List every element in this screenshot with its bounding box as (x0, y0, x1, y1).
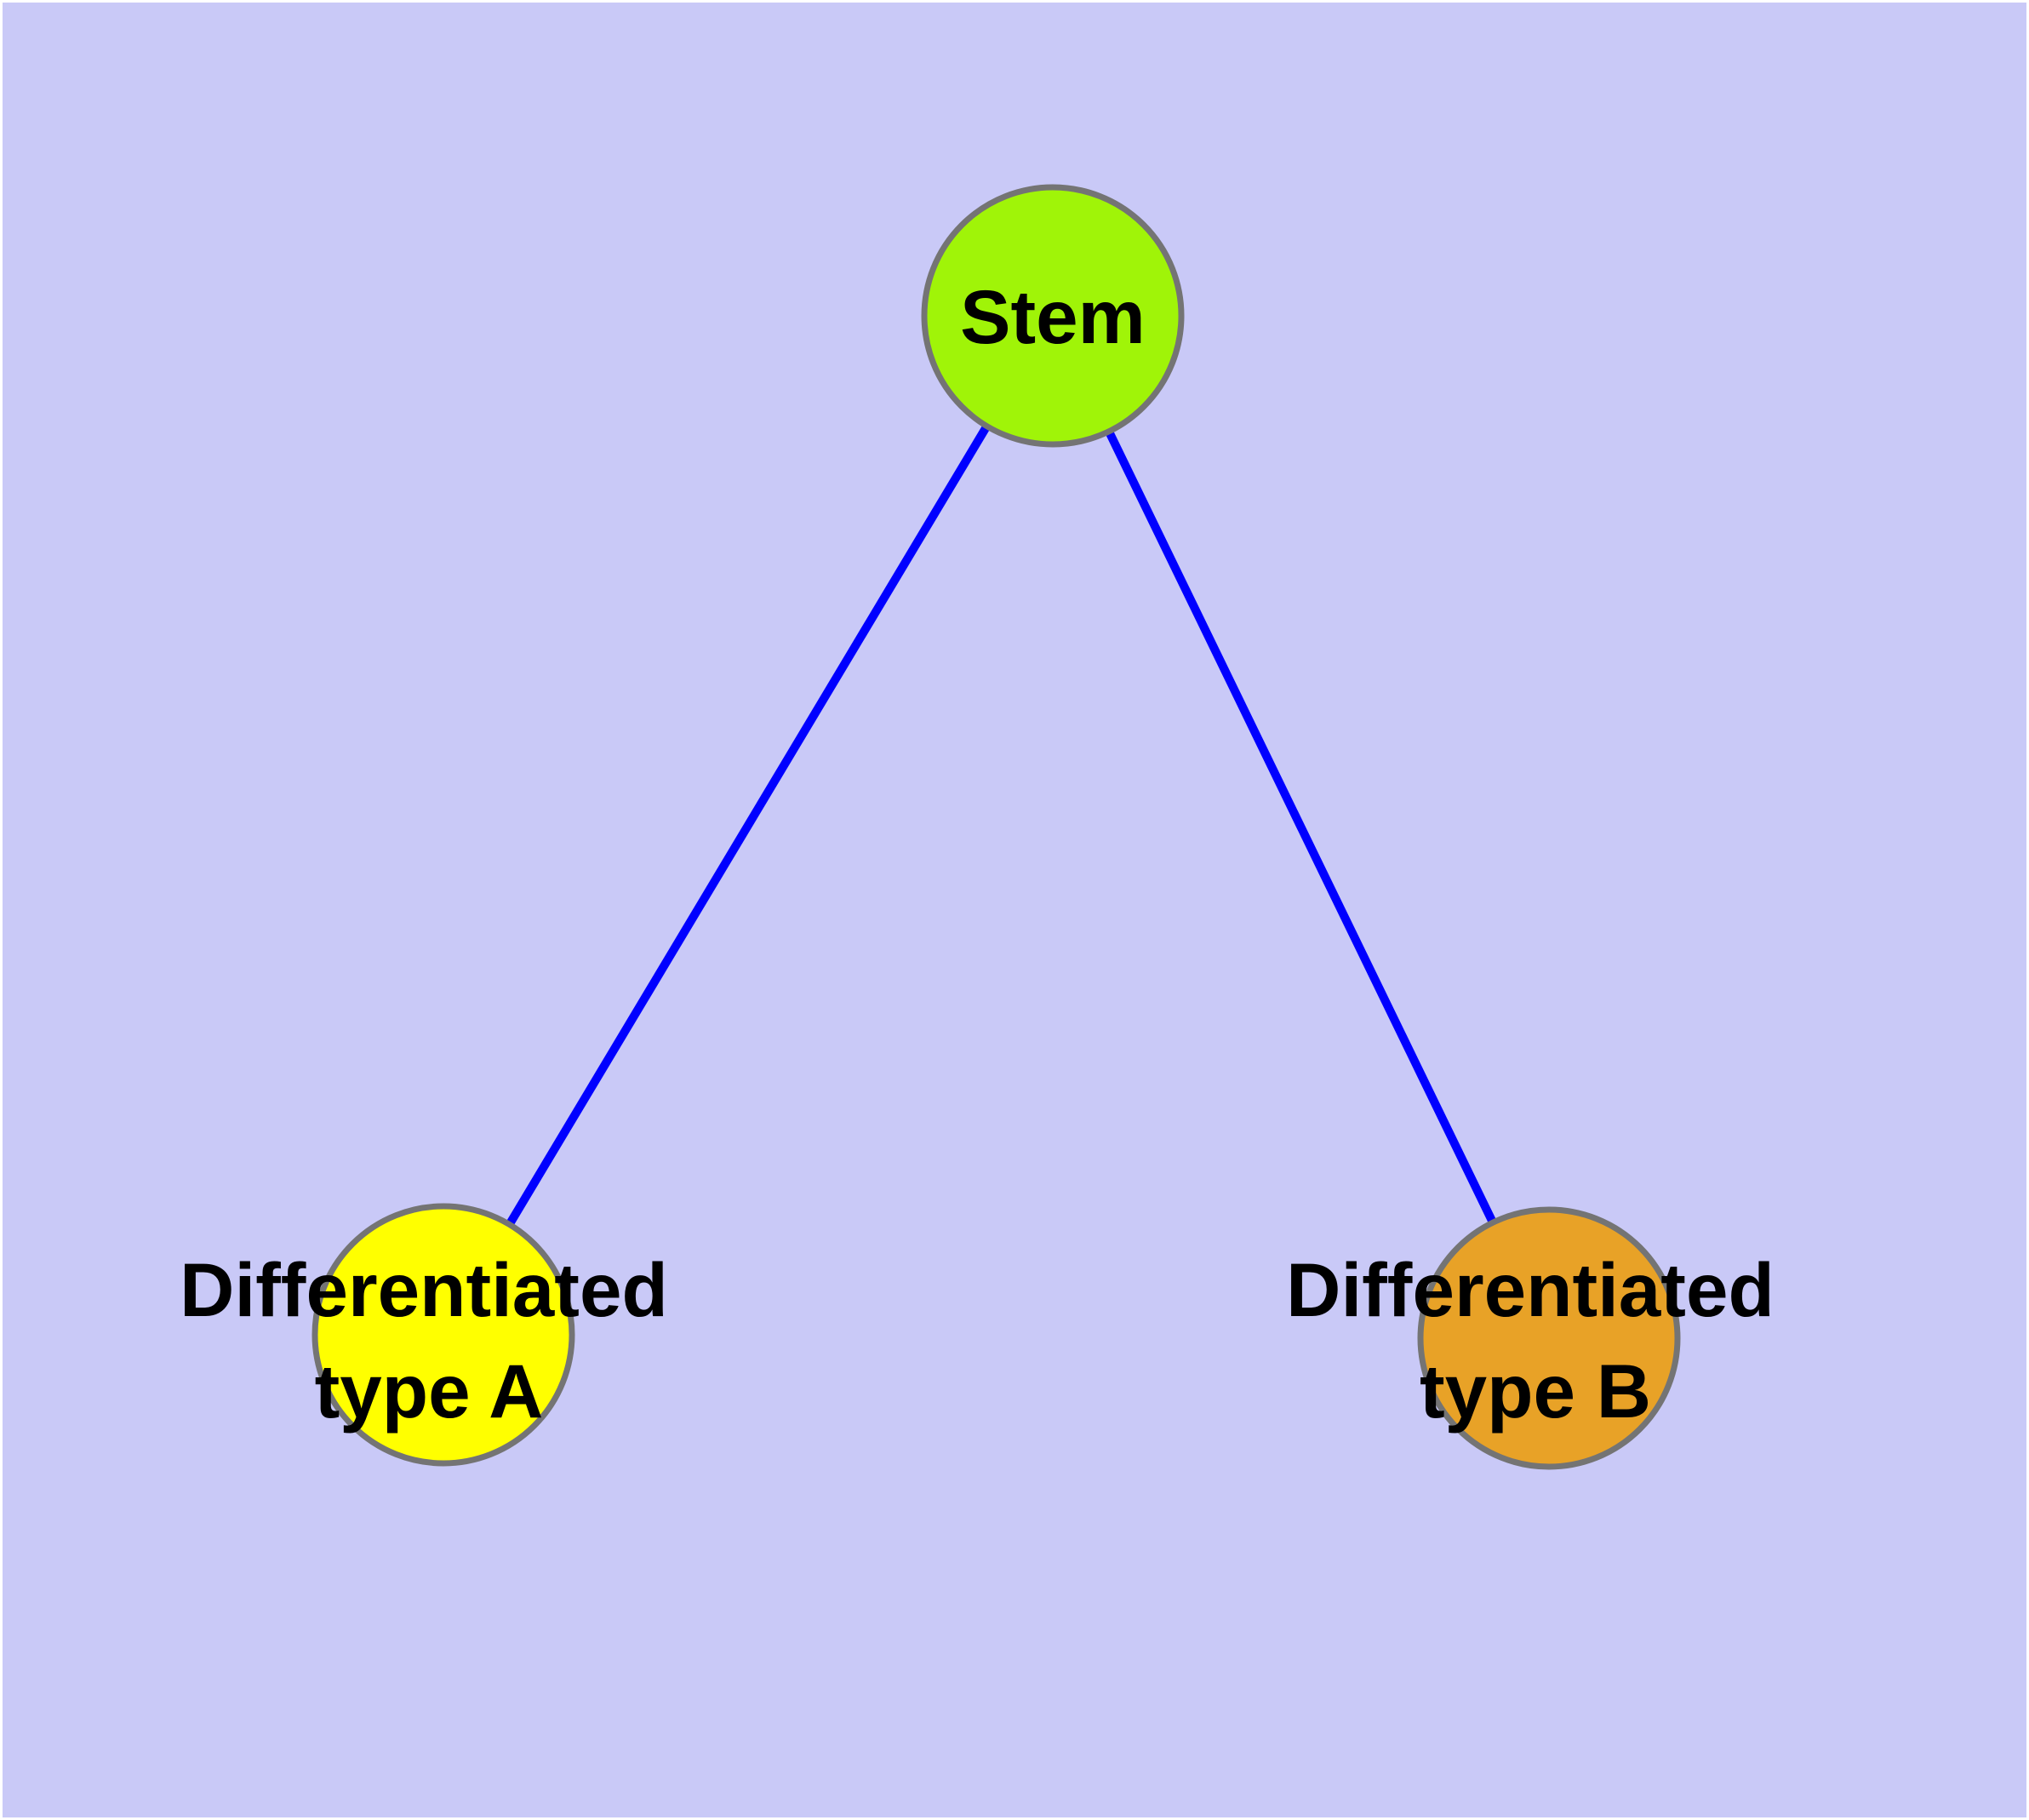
node-type-a-circle (311, 1203, 575, 1467)
node-stem-label: Stem (960, 274, 1146, 359)
edge-stem-to-type-a (439, 313, 1057, 1337)
node-type-b-circle (1417, 1206, 1681, 1470)
node-stem-circle (921, 184, 1185, 448)
node-type-b-label-line1: Differentiated (1286, 1247, 1775, 1332)
node-type-b-label-line2: type B (1420, 1348, 1651, 1434)
node-type-a-label-line1: Differentiated (180, 1247, 668, 1332)
edge-stem-to-type-b (1049, 313, 1553, 1341)
node-type-a-label-line2: type A (315, 1348, 544, 1434)
